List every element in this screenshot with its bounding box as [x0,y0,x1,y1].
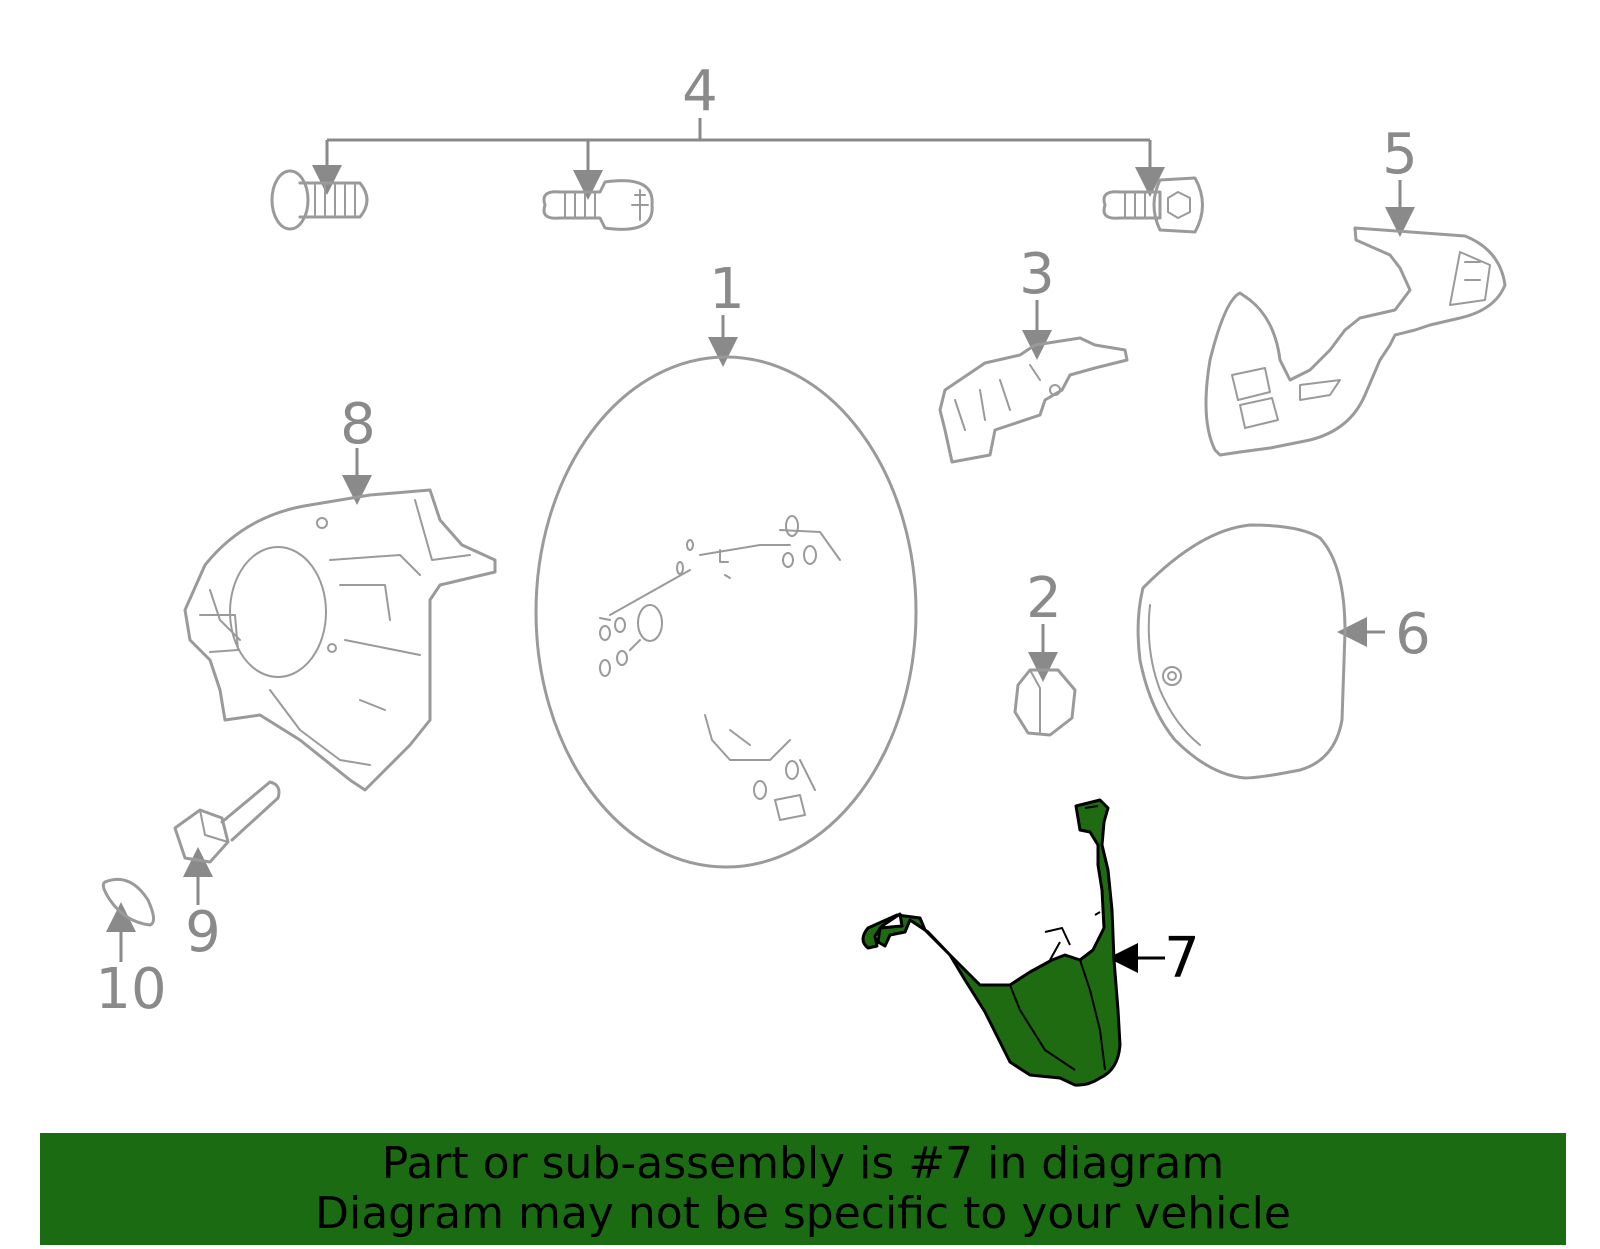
callout-8: 8 [340,392,376,457]
part-1-steering-wheel [534,315,918,869]
part-7-highlighted-cover [861,798,1165,1087]
banner-line-1: Part or sub-assembly is #7 in diagram [381,1138,1225,1189]
part-6-airbag [1136,523,1385,780]
callout-2: 2 [1026,566,1062,631]
part-3-switch-bracket [938,300,1129,464]
screw-b [542,179,654,231]
part-9-bolt [173,780,281,905]
part-10-cap [101,877,155,962]
callout-10: 10 [95,957,166,1022]
part-5-switch-assembly [1204,180,1507,457]
callout-7: 7 [1164,926,1200,991]
part-4-screws [270,118,1204,234]
info-banner: Part or sub-assembly is #7 in diagram Di… [40,1133,1566,1245]
callout-6: 6 [1395,602,1431,667]
banner-line-2: Diagram may not be specific to your vehi… [315,1188,1291,1239]
part-2-nut [1013,624,1077,737]
screw-a [270,169,369,231]
callout-5: 5 [1382,122,1418,187]
callout-3: 3 [1019,242,1055,307]
callout-1: 1 [709,257,745,322]
part-8-rear-cover [183,448,497,792]
screw-c [1102,176,1204,234]
callout-9: 9 [185,900,221,965]
callout-4: 4 [682,59,718,124]
